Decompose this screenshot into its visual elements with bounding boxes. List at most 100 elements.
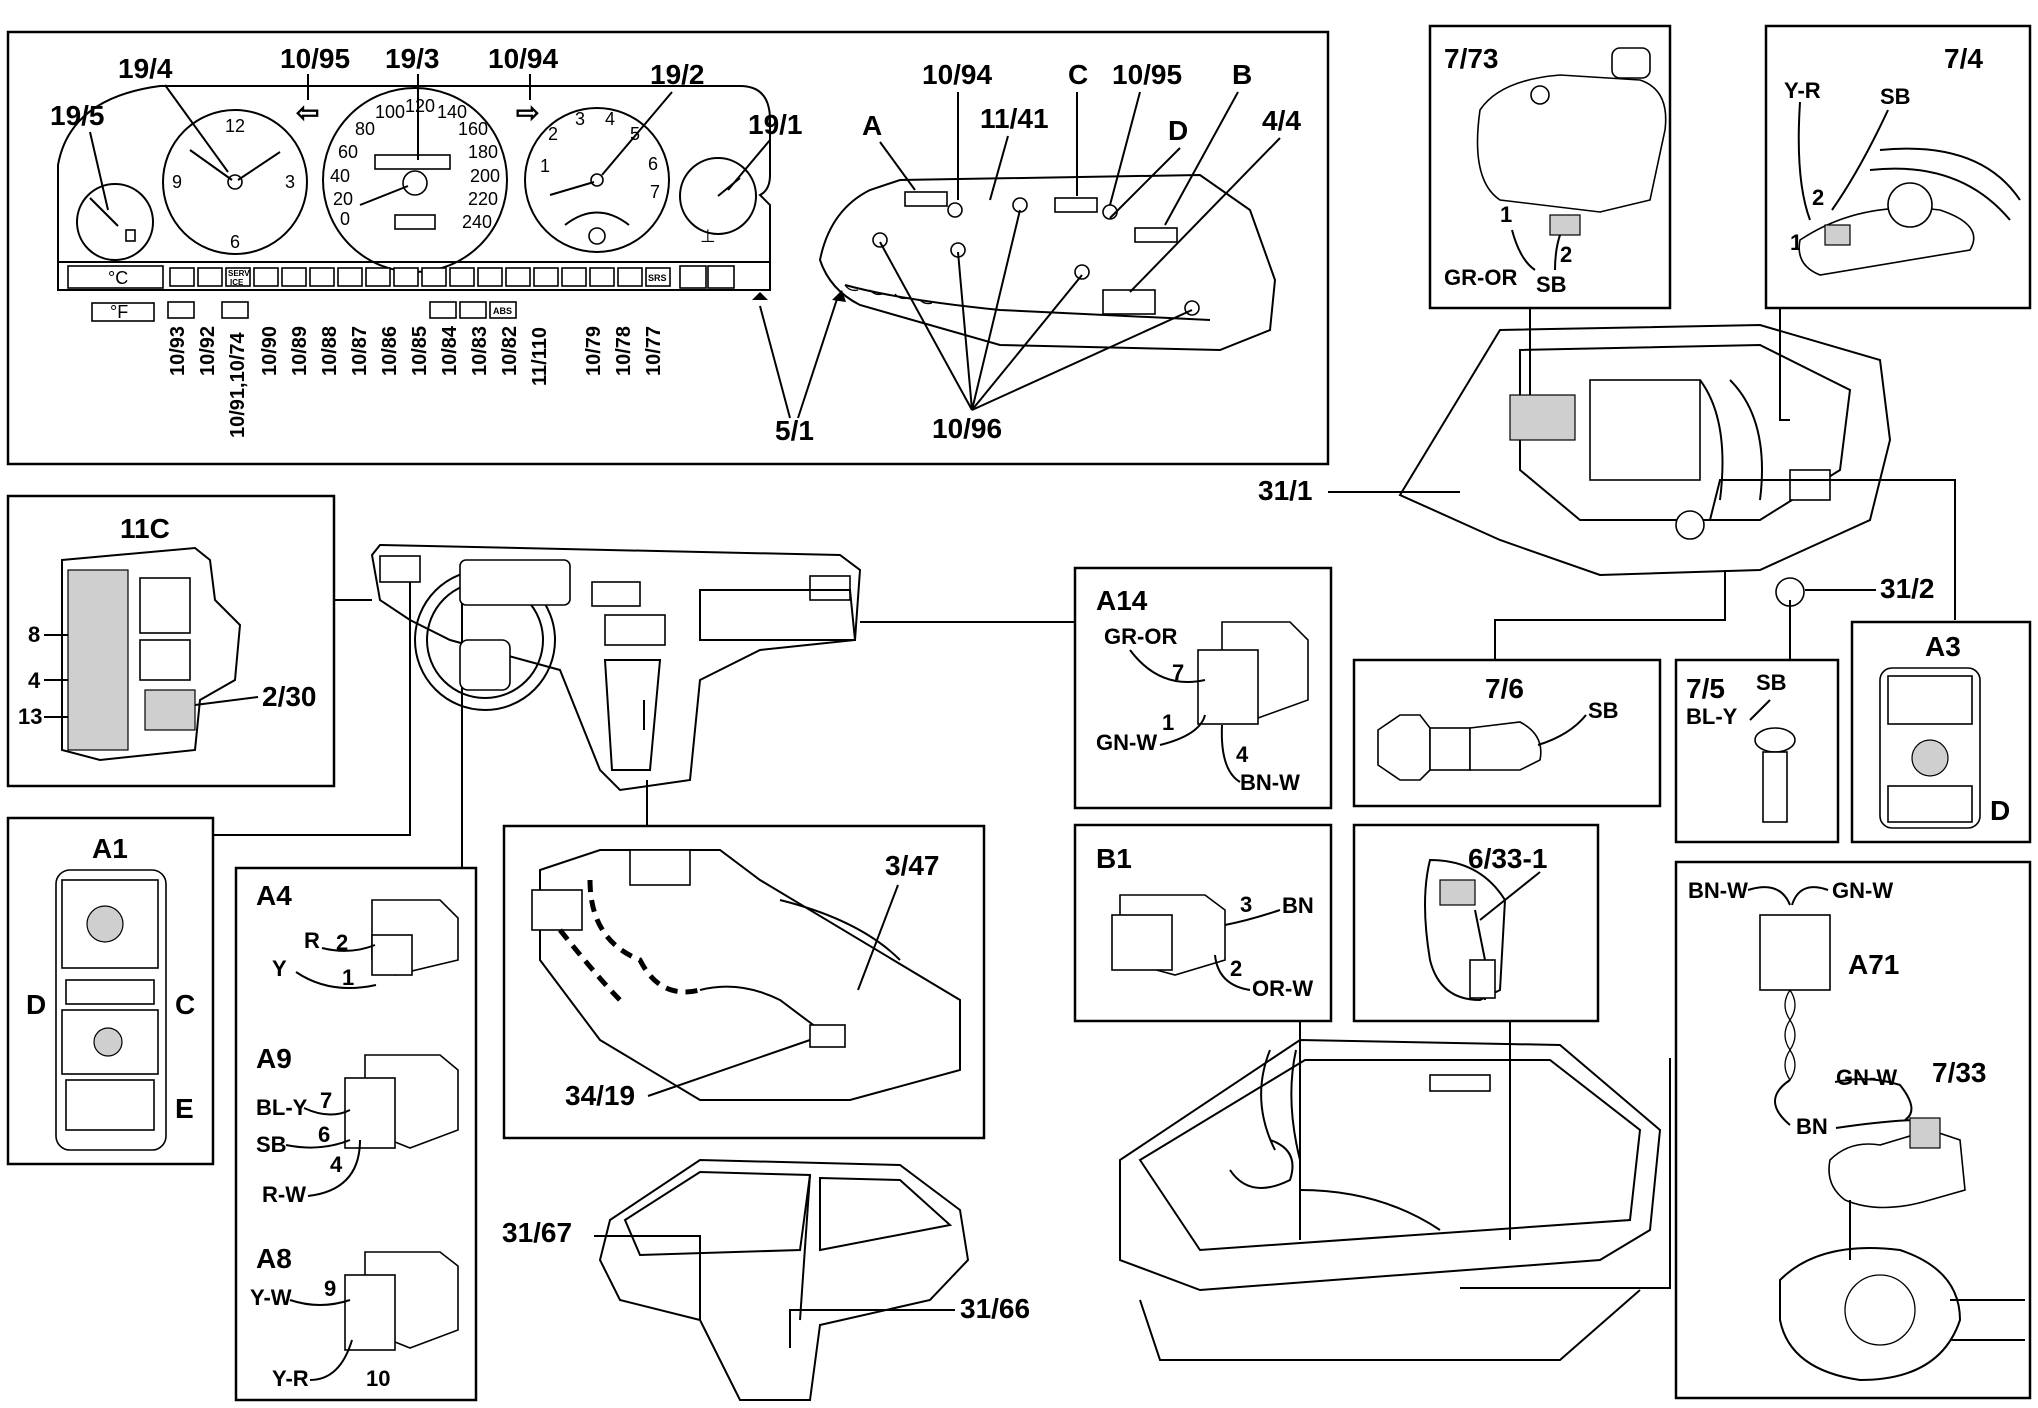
label-34-19: 34/19 (565, 1080, 635, 1111)
rear-label-11-41: 11/41 (980, 103, 1049, 134)
fuel-gauge (76, 183, 154, 261)
svg-text:GN-W: GN-W (1832, 878, 1893, 903)
svg-text:BL-Y: BL-Y (1686, 704, 1738, 729)
console-frame (502, 824, 986, 1140)
console-panel: 3/47 34/19 (502, 780, 986, 1140)
sensor-panel-a71: BN-W GN-W A71 GN-W 7/33 BN (1674, 860, 2032, 1400)
svg-text:10/79: 10/79 (583, 326, 605, 376)
svg-text:SRS: SRS (648, 273, 667, 283)
speed-number: 80 (355, 119, 375, 139)
label-31-2: 31/2 (1880, 573, 1935, 604)
fuse-block (67, 569, 129, 751)
sensor-7-6-title: 7/6 (1485, 673, 1524, 704)
svg-text:GN-W: GN-W (1096, 730, 1157, 755)
svg-text:BN-W: BN-W (1688, 878, 1748, 903)
cluster-face-outline (57, 85, 771, 291)
sensor-7-4-title: 7/4 (1944, 43, 1983, 74)
svg-text:Y-R: Y-R (272, 1366, 309, 1391)
svg-text:OR-W: OR-W (1252, 976, 1313, 1001)
clock-number: 12 (225, 116, 245, 136)
relay-2-30 (144, 689, 196, 731)
label-10-94-right-turn: 10/94 (488, 43, 558, 74)
connector-panel-a1: A1 D C E (6, 580, 411, 1166)
svg-text:10/78: 10/78 (613, 326, 635, 376)
sensor-7-5-frame (1674, 658, 1840, 844)
speed-number: 40 (330, 166, 350, 186)
label-31-1: 31/1 (1258, 475, 1313, 506)
speed-number: 20 (333, 189, 353, 209)
a1-label-E: E (175, 1093, 194, 1124)
svg-text:4: 4 (1236, 742, 1249, 767)
tach-number: 5 (630, 124, 640, 144)
speed-number: 60 (338, 142, 358, 162)
svg-text:SB: SB (1756, 670, 1787, 695)
coolant-reservoir (1476, 74, 1667, 213)
svg-text:10/90: 10/90 (259, 326, 281, 376)
car-body-outline: 31/67 31/66 (502, 1158, 1030, 1401)
svg-text:Y: Y (272, 956, 287, 981)
clock-gauge (162, 109, 308, 255)
tachometer-gauge (524, 107, 670, 253)
svg-text:⊥: ⊥ (700, 226, 716, 246)
trunk-illustration (1119, 1038, 1671, 1361)
sensor-panel-7-6: 7/6 SB (1352, 658, 1662, 808)
svg-text:BN: BN (1796, 1114, 1828, 1139)
label-19-2: 19/2 (650, 59, 705, 90)
sensor-7-5-title: 7/5 (1686, 673, 1725, 704)
svg-text:1: 1 (1162, 710, 1174, 735)
speed-number: 160 (458, 119, 488, 139)
label-7-33: 7/33 (1932, 1057, 1987, 1088)
speed-number: 140 (437, 102, 467, 122)
connector-panel-a14: A14 GR-OR 7 GN-W 1 BN-W 4 (1073, 566, 1333, 810)
svg-text:10/87: 10/87 (349, 326, 371, 376)
speed-number: 200 (470, 166, 500, 186)
speed-number: 220 (468, 189, 498, 209)
sensor-7-73-title: 7/73 (1444, 43, 1499, 74)
turn-left-arrow-icon: ⇦ (296, 97, 319, 128)
connector-panel-a3: A3 D (1850, 620, 2032, 844)
svg-text:13: 13 (18, 704, 42, 729)
label-19-3: 19/3 (385, 43, 440, 74)
connector-panel-a4-a9-a8: A4 R 2 Y 1 A9 BL-Y 7 SB 6 R-W 4 A8 Y-W 9… (234, 580, 478, 1402)
a1-label-C: C (175, 989, 195, 1020)
label-19-1: 19/1 (748, 109, 803, 140)
rear-label-10-95: 10/95 (1112, 59, 1182, 90)
svg-text:GR-OR: GR-OR (1104, 624, 1177, 649)
label-19-4: 19/4 (118, 53, 173, 84)
rear-label-B: B (1232, 59, 1252, 90)
b1-title: B1 (1096, 843, 1132, 874)
svg-text:°C: °C (108, 268, 128, 288)
label-19-5: 19/5 (50, 100, 105, 131)
label-31-66: 31/66 (960, 1293, 1030, 1324)
svg-text:BL-Y: BL-Y (256, 1095, 308, 1120)
svg-text:R: R (304, 928, 320, 953)
speed-number: 100 (375, 102, 405, 122)
svg-text:10/91,10/74: 10/91,10/74 (227, 331, 249, 438)
svg-text:2: 2 (1560, 242, 1572, 267)
svg-text:10/77: 10/77 (643, 326, 665, 376)
a3-label-D: D (1990, 795, 2010, 826)
svg-text:SB: SB (1880, 84, 1911, 109)
svg-text:SB: SB (1536, 272, 1567, 297)
turn-right-arrow-icon: ⇨ (516, 97, 539, 128)
a71-frame (1674, 860, 2032, 1400)
tach-number: 1 (540, 156, 550, 176)
speed-number: 180 (468, 142, 498, 162)
svg-text:°F: °F (110, 302, 128, 322)
speed-number: 240 (462, 212, 492, 232)
svg-text:10/85: 10/85 (409, 326, 431, 376)
a71-title: A71 (1848, 949, 1899, 980)
rear-label-10-94: 10/94 (922, 59, 992, 90)
svg-text:Y-R: Y-R (1784, 78, 1821, 103)
svg-text:BN: BN (1282, 893, 1314, 918)
sensor-6-33-1-title: 6/33-1 (1468, 843, 1547, 874)
svg-text:SB: SB (256, 1132, 287, 1157)
svg-text:BN-W: BN-W (1240, 770, 1300, 795)
svg-text:10/82: 10/82 (499, 326, 521, 376)
cluster-frame (6, 30, 1330, 466)
clock-number: 3 (285, 172, 295, 192)
sensor-panel-7-4: 7/4 Y-R SB 2 1 (1764, 24, 2032, 421)
svg-text:6: 6 (318, 1122, 330, 1147)
svg-text:ABS: ABS (493, 306, 512, 316)
